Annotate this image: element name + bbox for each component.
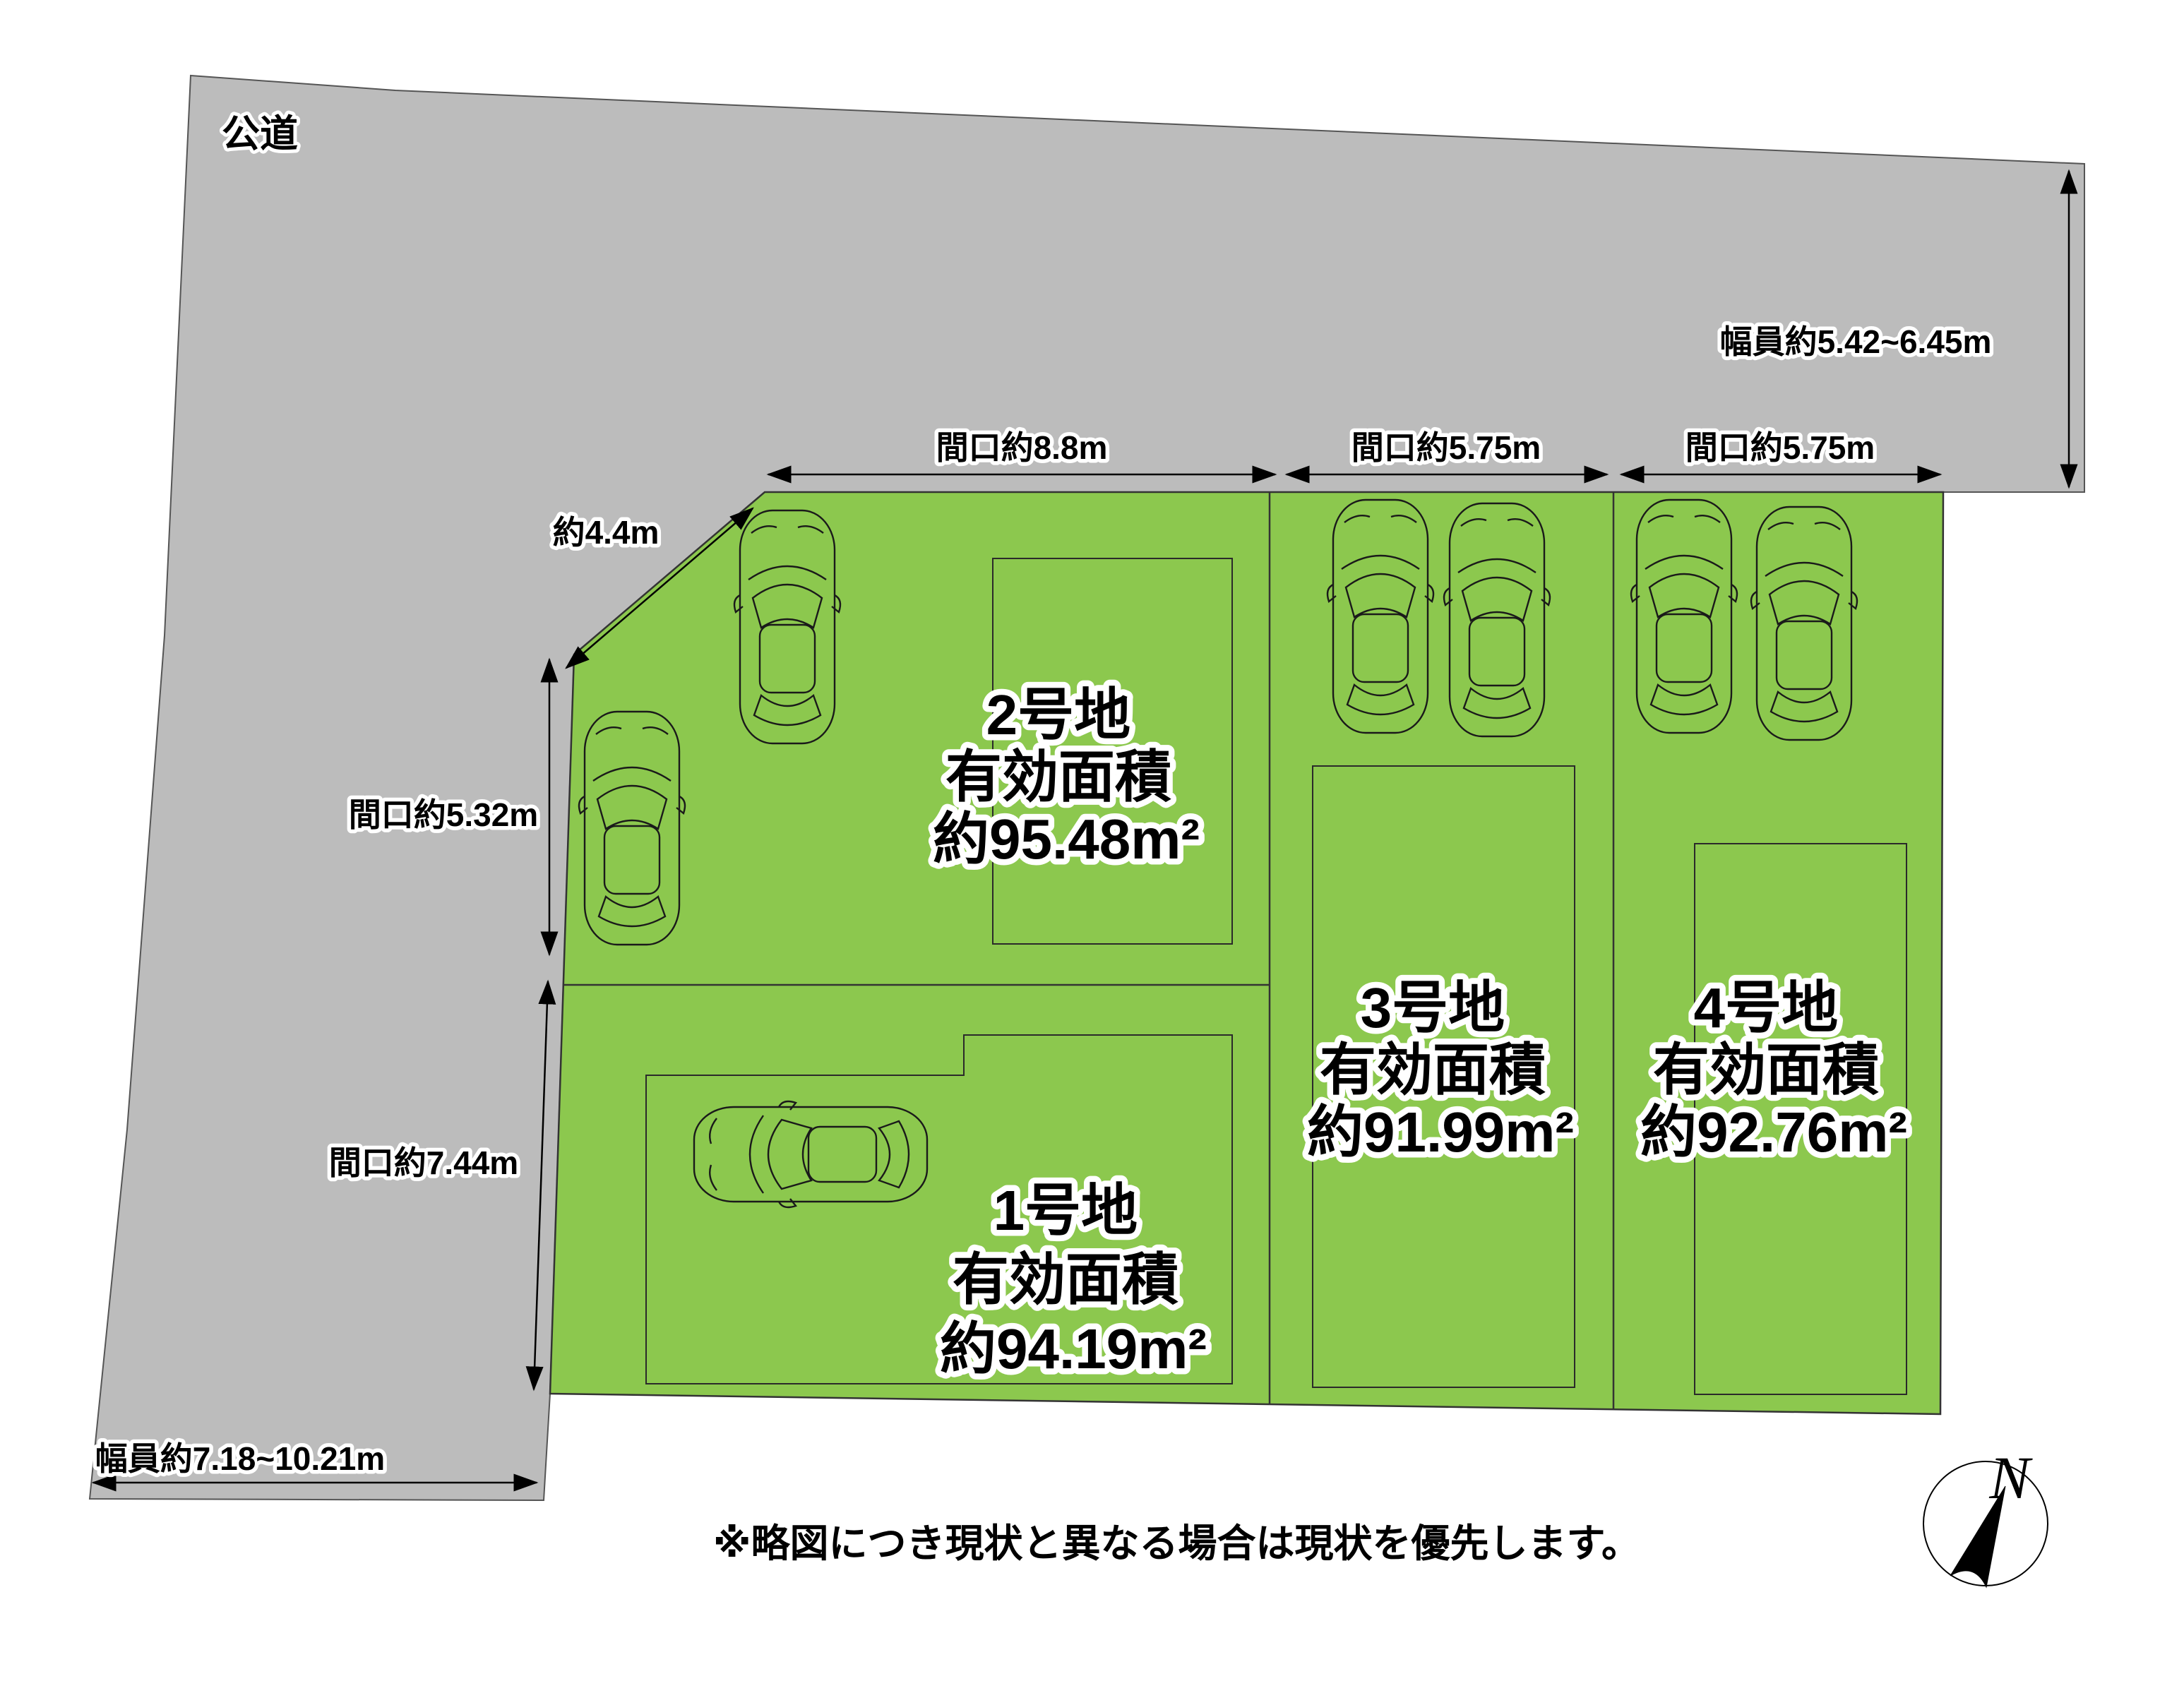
dim-arrow-diagonal [565,507,754,669]
road-width-bottom-label: 幅員約7.18~10.21m [95,1440,385,1477]
public-road-label: 公道 [222,113,298,155]
diagonal-length-label: 約4.4m [553,514,660,551]
compass-needle-icon [1950,1485,2006,1589]
lot1-frontage-left-label: 間口約7.44m [329,1144,518,1181]
lot2-building-outline [992,558,1233,945]
lot4-frontage-top-label: 間口約5.75m [1685,429,1875,466]
lot4-building-outline [1694,843,1907,1395]
lot4-label: 4号地 有効面積 約92.76m² [1640,976,1907,1163]
compass-north-label: N [1988,1444,2033,1512]
footnote-text: ※略図につき現状と異なる場合は現状を優先します。 [713,1521,1640,1565]
lot1-label: 1号地 有効面積 約94.19m² [940,1179,1207,1380]
dim-arrow-lot1-frontage-left [525,979,556,1392]
road-width-right-label: 幅員約5.42~6.45m [1720,323,1992,360]
lots-area [549,491,1945,1416]
lot1-building-outline [645,1034,1233,1384]
lot2-frontage-left-label: 間口約5.32m [349,796,538,833]
lot2-frontage-top-label: 間口約8.8m [936,429,1108,466]
lot3-building-outline [1312,765,1575,1388]
lot3-label: 3号地 有効面積 約91.99m² [1307,976,1574,1163]
compass: N [1923,1444,2048,1589]
lot3-frontage-top-label: 間口約5.75m [1351,429,1541,466]
lot2-label: 2号地 有効面積 約95.48m² [933,683,1200,871]
